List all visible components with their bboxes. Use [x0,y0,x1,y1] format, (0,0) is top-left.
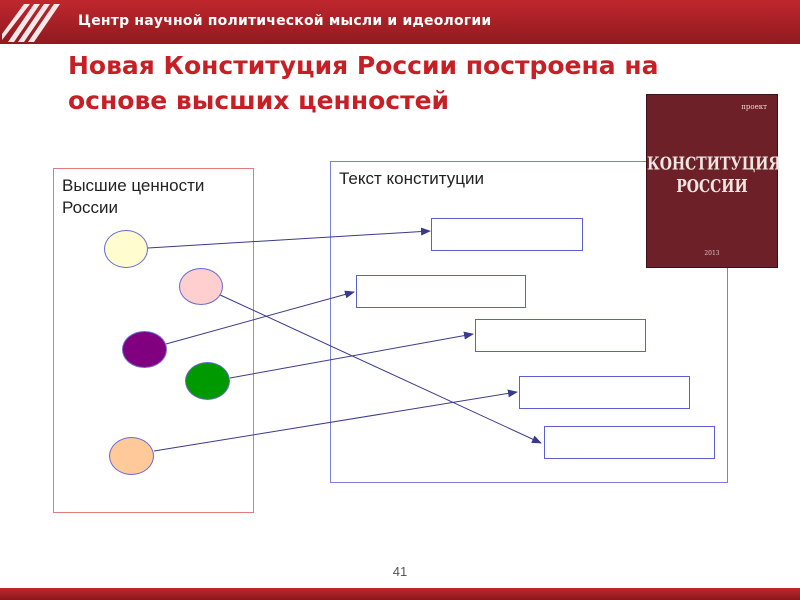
text-slot-3 [475,319,646,352]
text-slot-1 [431,218,583,251]
value-circle-purple [122,331,167,368]
connection-arrow [147,227,431,249]
text-slot-5 [544,426,715,459]
value-circle-light-yellow [104,230,148,268]
footer-bar [0,588,800,600]
constitution-text-label: Текст конституции [339,169,484,188]
constitution-text-box: Текст конституции [330,161,728,483]
connection-arrow [217,293,542,444]
header-title: Центр научной политической мысли и идеол… [78,13,492,29]
book-project-label: проект [741,103,767,111]
header-bar: Центр научной политической мысли и идеол… [0,0,800,44]
values-box-label: Высшие ценности России [62,176,205,217]
connection-arrow [229,331,474,379]
text-slot-4 [519,376,690,409]
value-circle-green [185,362,230,400]
stripes-logo-icon [2,4,60,42]
value-circle-peach [109,437,154,475]
values-box: Высшие ценности России [53,168,254,513]
book-title: КОНСТИТУЦИЯ РОССИИ [647,154,781,197]
slide-title: Новая Конституция России построена на ос… [68,51,659,115]
text-slot-2 [356,275,526,308]
book-year: 2013 [704,250,720,257]
page-number: 41 [392,564,408,579]
connection-arrow [165,290,355,345]
value-circle-pink [179,268,223,305]
constitution-book-cover: проект КОНСТИТУЦИЯ РОССИИ 2013 [646,94,781,268]
connection-arrow [153,389,518,452]
